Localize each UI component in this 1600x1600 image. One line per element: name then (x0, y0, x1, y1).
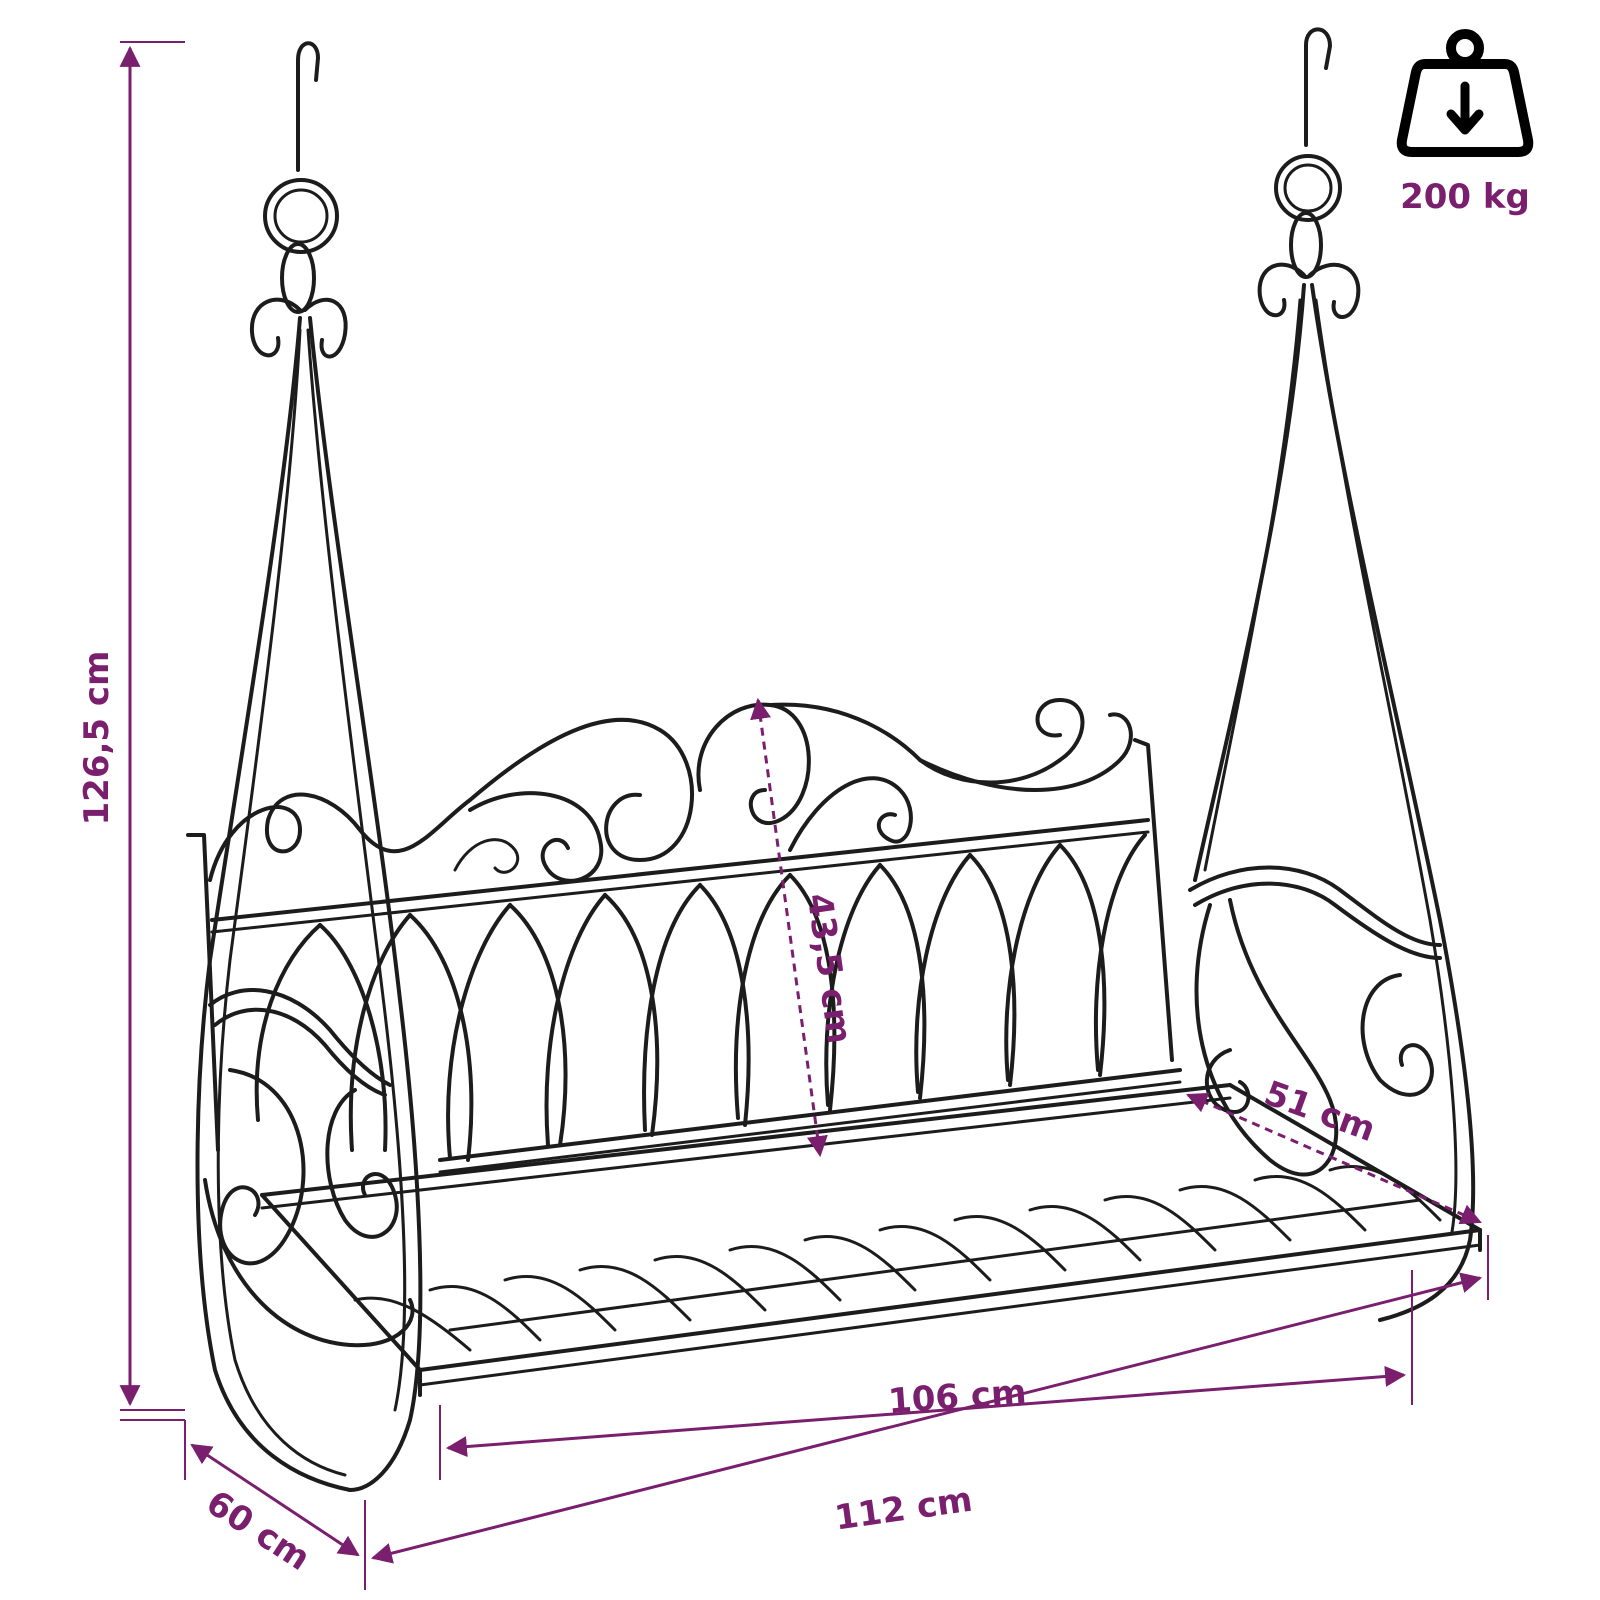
seat-frame (260, 1083, 1482, 1397)
weight-capacity-label: 200 kg (1400, 177, 1530, 217)
total-height-label: 126,5 cm (77, 651, 117, 826)
right-hook (1274, 27, 1342, 279)
weight-icon (1396, 29, 1534, 157)
swing-bench-drawing (186, 27, 1482, 1492)
right-hanger-scrolls (1257, 262, 1361, 319)
left-hanger-scrolls (249, 297, 348, 359)
total-depth-label: 60 cm (199, 1483, 317, 1579)
left-hanger (195, 316, 423, 1492)
total-height-dimension: 126,5 cm (77, 41, 185, 1411)
left-armrest (203, 988, 415, 1348)
total-width-label: 112 cm (832, 1480, 975, 1539)
left-hook (263, 41, 339, 314)
right-hanger (1193, 283, 1476, 1322)
total-depth-dimension: 60 cm (120, 1419, 360, 1579)
